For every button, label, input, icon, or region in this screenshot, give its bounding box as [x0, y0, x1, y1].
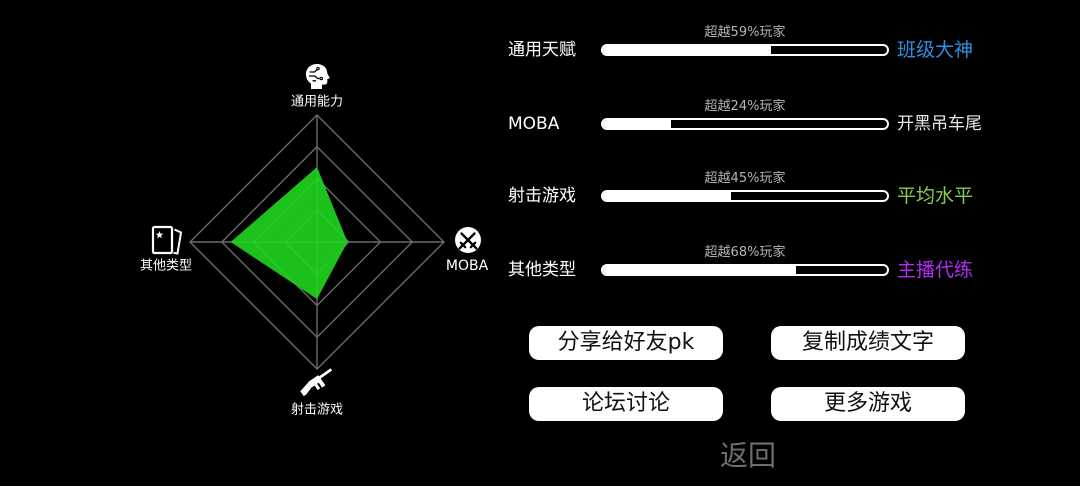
back-button[interactable]: 返回 — [719, 439, 776, 472]
stat-label: 其他类型 — [508, 260, 576, 280]
card-icon-front — [151, 225, 174, 255]
radar-axis-label: 其他类型 — [140, 259, 192, 274]
head-icon-node — [316, 66, 320, 71]
stat-progress-fill — [603, 192, 731, 200]
head-icon-circuit — [309, 69, 320, 82]
head-icon-node — [319, 76, 324, 81]
forum-discussion-button[interactable]: 论坛讨论 — [529, 387, 723, 421]
rifle-icon-magazine — [318, 379, 326, 388]
rifle-icon-grip — [314, 383, 321, 391]
crossed-swords-icon-blades — [458, 232, 478, 250]
radar-value-area — [230, 167, 348, 300]
radar-axis-label: MOBA — [446, 258, 489, 274]
card-icon — [151, 225, 183, 255]
stat-percentile-caption: 超越24%玩家 — [704, 99, 786, 114]
stat-percentile-caption: 超越45%玩家 — [704, 171, 786, 186]
radar-axis-label: 射击游戏 — [291, 402, 343, 418]
stat-row-moba: MOBA 超越24%玩家 开黑吊车尾 — [500, 99, 1000, 143]
copy-result-text-button[interactable]: 复制成绩文字 — [771, 326, 965, 360]
rifle-icon-receiver — [307, 375, 322, 388]
stat-row-shooter: 射击游戏 超越45%玩家 平均水平 — [500, 171, 1000, 215]
stat-progress-fill — [603, 46, 771, 54]
radar-axis-right: MOBA — [446, 227, 489, 274]
stat-percentile-caption: 超越68%玩家 — [704, 245, 786, 260]
card-icon-star — [155, 231, 164, 239]
stat-label: MOBA — [508, 114, 560, 134]
stat-progress-bar — [601, 190, 889, 202]
rifle-icon-barrel — [318, 368, 333, 380]
radar-axis-bottom: 射击游戏 — [291, 368, 343, 418]
share-with-friend-pk-button[interactable]: 分享给好友pk — [529, 326, 723, 360]
radar-chart: 通用能力 MOBA 射击游戏 — [140, 64, 489, 418]
stat-rank-title: 平均水平 — [897, 185, 974, 207]
stat-rank-title: 主播代练 — [897, 259, 974, 281]
head-icon — [306, 64, 330, 89]
stat-progress-bar — [601, 118, 889, 130]
radar-area-layer — [230, 167, 348, 300]
stat-rank-title: 开黑吊车尾 — [897, 114, 982, 134]
rifle-icon — [300, 368, 333, 397]
stat-row-other-types: 其他类型 超越68%玩家 主播代练 — [500, 245, 1000, 289]
stat-progress-bar — [601, 44, 889, 56]
card-icon-back — [173, 228, 183, 255]
radar-axis-left: 其他类型 — [140, 225, 192, 274]
stat-label: 射击游戏 — [508, 186, 576, 206]
head-icon-silhouette — [306, 64, 330, 89]
stat-progress-fill — [603, 266, 797, 274]
crossed-swords-icon — [455, 227, 481, 253]
stat-progress-fill — [603, 120, 672, 128]
more-games-button[interactable]: 更多游戏 — [771, 387, 965, 421]
stat-rank-title: 班级大神 — [897, 39, 974, 61]
radar-axis-top: 通用能力 — [291, 64, 343, 110]
stat-percentile-caption: 超越59%玩家 — [704, 25, 786, 40]
stat-label: 通用天赋 — [508, 40, 576, 60]
stat-row-general-talent: 通用天赋 超越59%玩家 班级大神 — [500, 25, 1000, 69]
stat-progress-bar — [601, 264, 889, 276]
radar-axis-label: 通用能力 — [291, 95, 343, 110]
rifle-icon-stock — [300, 382, 312, 397]
